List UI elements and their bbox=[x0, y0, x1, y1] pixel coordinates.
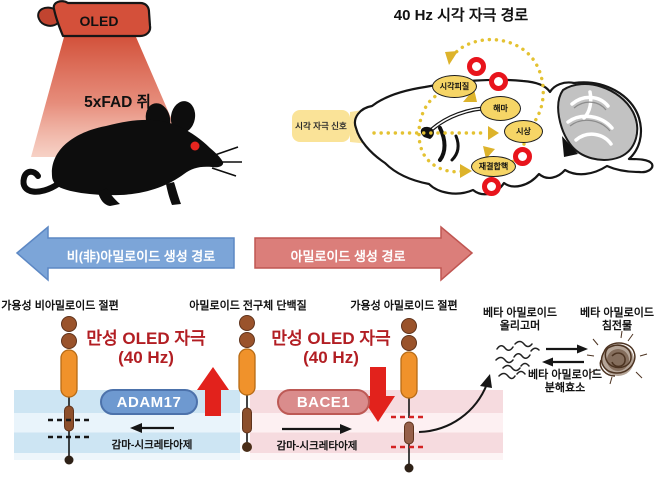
non-amyloid-arrow-banner bbox=[15, 225, 235, 282]
app-protein-right bbox=[391, 318, 427, 473]
mouse-body bbox=[51, 119, 224, 196]
cleavage-dashes-right bbox=[391, 415, 427, 449]
cleavage-dashes-left bbox=[48, 418, 93, 439]
release-curve-arrow bbox=[418, 374, 492, 433]
secretase-arrow-right bbox=[282, 424, 352, 434]
oligomer-squiggles bbox=[495, 340, 540, 380]
equilibrium-arrows bbox=[542, 344, 588, 367]
amyloid-banner-label: 아밀로이드 생성 경로 bbox=[290, 249, 406, 264]
upregulation-arrow bbox=[197, 367, 229, 416]
stimulus-line1: 만성 OLED 자극 bbox=[271, 329, 391, 348]
chronic-oled-stimulus-left: 만성 OLED 자극 (40 Hz) bbox=[76, 329, 216, 367]
header-soluble-non-amyloid: 가용성 비아밀로이드 절편 bbox=[1, 300, 119, 312]
plaque-label: 베타 아밀로이드 침전물 bbox=[580, 307, 654, 332]
stimulation-ring-marker bbox=[467, 57, 486, 76]
pathway-title: 40 Hz 시각 자극 경로 bbox=[393, 7, 529, 24]
region-nucleus-reuniens: 재결합핵 bbox=[471, 156, 516, 177]
stimulus-line1: 만성 OLED 자극 bbox=[86, 329, 206, 348]
stimulus-line2: (40 Hz) bbox=[303, 348, 359, 367]
non-amyloid-banner-label: 비(非)아밀로이드 생성 경로 bbox=[66, 249, 216, 264]
plaque-aggregate bbox=[586, 330, 648, 385]
enzyme-adam17-pill: ADAM17 bbox=[100, 389, 198, 415]
region-hippocampus: 해마 bbox=[480, 96, 521, 121]
oled-panel bbox=[37, 0, 152, 38]
enzyme-bace1-pill: BACE1 bbox=[277, 389, 370, 415]
stimulation-ring-marker bbox=[489, 72, 508, 91]
header-soluble-amyloid: 가용성 아밀로이드 절편 bbox=[350, 300, 458, 312]
oled-panel-label: OLED bbox=[79, 13, 119, 29]
cerebellum bbox=[557, 83, 639, 161]
header-amyloid-precursor: 아밀로이드 전구체 단백질 bbox=[189, 300, 307, 312]
app-protein-center bbox=[238, 315, 256, 452]
gamma-secretase-label-right: 감마-시크레타아제 bbox=[276, 440, 358, 452]
stimulation-ring-marker bbox=[513, 147, 532, 166]
gamma-secretase-label-left: 감마-시크레타아제 bbox=[111, 439, 193, 451]
gamma-oscillation-path bbox=[372, 37, 545, 174]
path-arrowheads bbox=[445, 51, 499, 178]
secretase-arrow-left bbox=[130, 423, 174, 433]
downregulation-arrow bbox=[361, 367, 395, 422]
mouse-tail bbox=[20, 168, 61, 195]
mouse-whiskers bbox=[211, 146, 242, 177]
brain-outline bbox=[350, 37, 654, 196]
mouse-eye bbox=[190, 141, 200, 151]
mouse-silhouette bbox=[20, 101, 242, 206]
amyloid-arrow-banner bbox=[254, 225, 474, 282]
stimulus-line2: (40 Hz) bbox=[118, 348, 174, 367]
degrading-enzyme-label: 베타 아밀로이드 분해효소 bbox=[528, 369, 602, 394]
subject-mouse-label: 5xFAD 쥐 bbox=[84, 94, 151, 111]
region-visual-cortex: 시각피질 bbox=[432, 75, 477, 98]
visual-signal-label-box: 시각 자극 신호 bbox=[292, 110, 350, 142]
app-protein-left bbox=[48, 316, 93, 465]
mouse-ear bbox=[170, 101, 196, 133]
oligomer-label: 베타 아밀로이드 올리고머 bbox=[483, 307, 557, 332]
chronic-oled-stimulus-right: 만성 OLED 자극 (40 Hz) bbox=[261, 329, 401, 367]
region-thalamus: 시상 bbox=[504, 120, 543, 143]
stimulation-ring-marker bbox=[482, 177, 501, 196]
